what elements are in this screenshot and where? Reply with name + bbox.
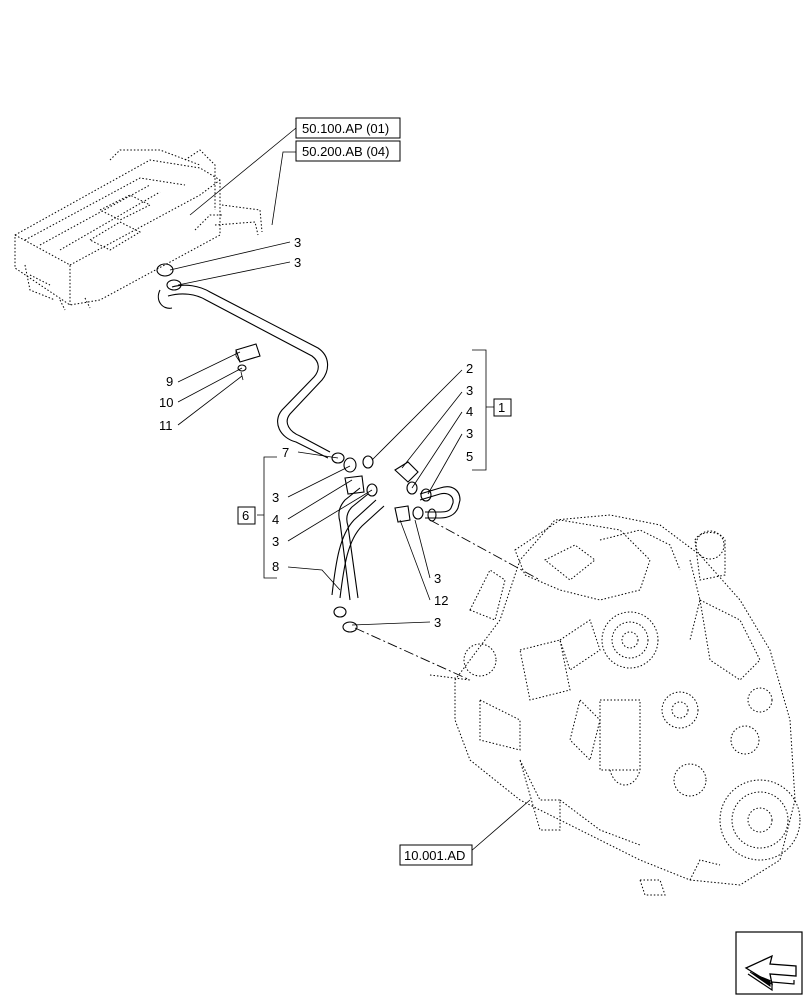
callout: 3 <box>434 571 441 586</box>
ref-box-top2[interactable]: 50.200.AB (04) <box>295 140 401 162</box>
fittings <box>156 263 437 633</box>
callout: 9 <box>166 374 173 389</box>
group-box-1: 1 <box>493 398 512 417</box>
svg-text:1: 1 <box>498 400 505 415</box>
callout: 3 <box>466 383 473 398</box>
callout: 4 <box>272 512 279 527</box>
engine-assembly <box>429 514 801 896</box>
callout: 12 <box>434 593 448 608</box>
ref-box-bottom[interactable]: 10.001.AD <box>399 844 473 866</box>
callout: 3 <box>294 255 301 270</box>
callout: 5 <box>466 449 473 464</box>
tank-assembly <box>14 149 263 311</box>
bracket-group-1 <box>472 349 494 471</box>
callout: 3 <box>294 235 301 250</box>
ref-box-top1[interactable]: 50.100.AP (01) <box>295 117 401 139</box>
callout: 8 <box>272 559 279 574</box>
group-box-6: 6 <box>237 506 256 525</box>
bracket-group-6 <box>257 456 277 579</box>
callout: 3 <box>434 615 441 630</box>
callout: 7 <box>282 445 289 460</box>
callout: 3 <box>466 426 473 441</box>
hose-upper <box>167 284 331 459</box>
callout: 4 <box>466 404 473 419</box>
leader-dashdot-2 <box>354 627 471 681</box>
ref-label: 50.200.AB (04) <box>302 144 389 159</box>
hose-branch <box>331 487 385 601</box>
arrow-nav-icon[interactable] <box>735 931 803 995</box>
callout: 3 <box>272 534 279 549</box>
callout: 11 <box>159 418 173 433</box>
callout: 10 <box>159 395 173 410</box>
callout: 3 <box>272 490 279 505</box>
callout: 2 <box>466 361 473 376</box>
leader-dashdot-1 <box>429 519 541 581</box>
ref-label: 10.001.AD <box>404 848 465 863</box>
callout-numbers: 3 3 9 10 11 2 3 4 3 5 7 3 4 3 8 3 12 3 <box>159 235 473 630</box>
ref-label: 50.100.AP (01) <box>302 121 389 136</box>
leader-lines <box>169 127 531 853</box>
svg-text:6: 6 <box>242 508 249 523</box>
hose-right <box>419 486 461 519</box>
